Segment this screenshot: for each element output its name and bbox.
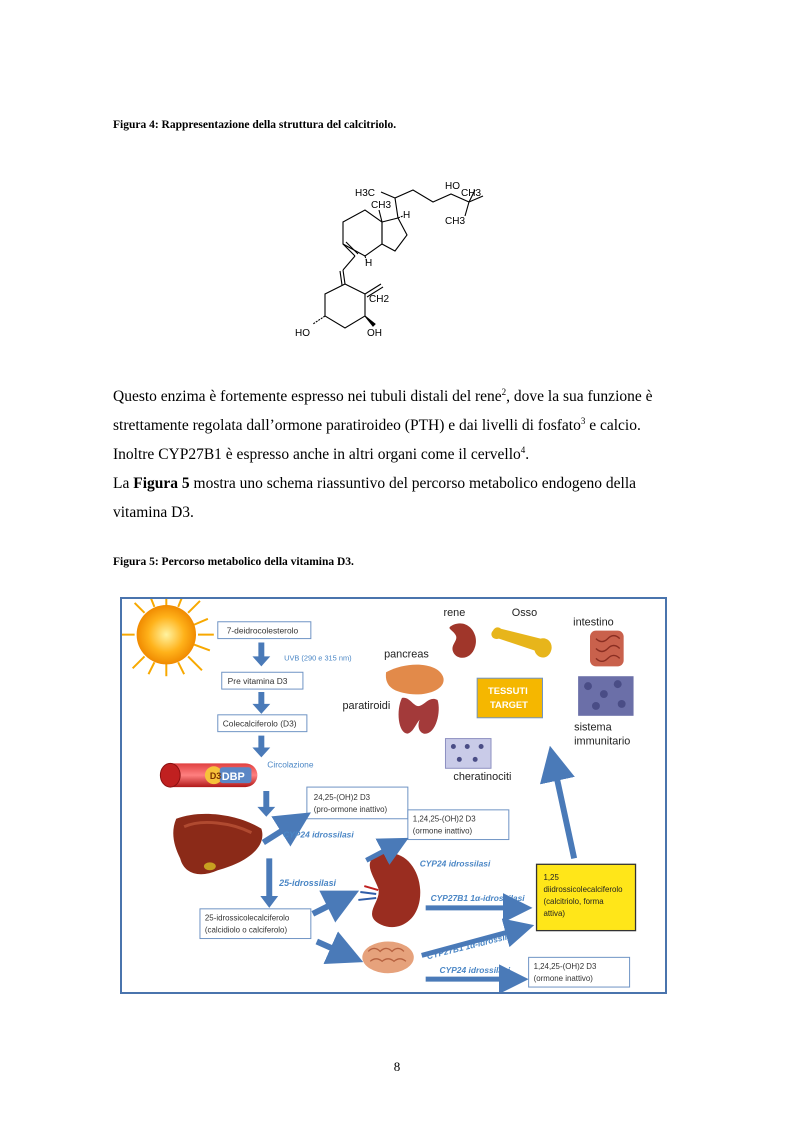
arrow-previtamin [252, 692, 271, 714]
liver-icon [173, 813, 263, 875]
arrow-to-liver [257, 791, 276, 817]
calcitriol-structure: H3C CH3 HO CH3 CH3 H H CH2 HO OH [295, 181, 484, 339]
label-osso: Osso [512, 607, 537, 619]
text-24-25-line1: 24,25-(OH)2 D3 [314, 793, 371, 802]
bone-icon [491, 627, 552, 658]
label-ch3-bottom: CH3 [445, 216, 465, 227]
text-calcitriol-line2: diidrossicolecalciferolo [543, 885, 623, 894]
text-1-24-25-lower-line1: 1,24,25-(OH)2 D3 [534, 962, 597, 971]
label-rene: rene [443, 607, 465, 619]
text-1-24-25-lower-line2: (ormone inattivo) [534, 974, 594, 983]
box-calcidiol [199, 908, 312, 940]
box-calcitriol [535, 863, 637, 932]
arrow-liver-to-24-25 [261, 812, 311, 847]
paragraph-line-2: strettamente regolata dall’ormone parati… [113, 415, 641, 434]
arrow-to-brain [315, 931, 364, 964]
pancreas-icon [385, 664, 444, 695]
arrow-25-hydroxylase [260, 858, 279, 908]
text-target: TARGET [490, 699, 528, 710]
label-ho-top: HO [445, 181, 460, 192]
label-ch3-top: CH3 [371, 200, 391, 211]
paragraph-line-3: Inoltre CYP27B1 è espresso anche in altr… [113, 444, 530, 463]
text-previtamin: Pre vitamina D3 [228, 676, 288, 686]
parathyroid-icon [398, 697, 439, 734]
dbp-blood-vessel-icon: D3 DBP [159, 762, 258, 788]
label-h-bottom: H [365, 258, 372, 269]
label-oh-right: OH [367, 328, 382, 339]
tessuti-target-box: TESSUTI TARGET [476, 677, 543, 719]
figure5-reference: Figura 5 [133, 475, 190, 492]
box-1-24-25-lower [528, 956, 631, 988]
box-previtamin [221, 671, 304, 690]
immune-cells-icon [578, 676, 634, 716]
kidney-small-icon [449, 623, 476, 658]
brain-icon [362, 941, 414, 974]
text-cyp24-b: CYP24 idrossilasi [420, 858, 491, 868]
text-1-24-25-upper-line2: (ormone inattivo) [413, 827, 473, 836]
box-1-24-25-upper [407, 809, 510, 841]
figure5-caption: Figura 5: Percorso metabolico della vita… [113, 556, 354, 568]
page-number: 8 [393, 1059, 401, 1074]
text-25-hydroxylase: 25-idrossilasi [278, 878, 336, 888]
label-cheratinociti: cheratinociti [453, 771, 511, 783]
label-sistema: sistema [574, 722, 612, 734]
figure4-caption: Figura 4: Rappresentazione della struttu… [113, 119, 397, 131]
text-cholecalciferol: Colecalciferolo (D3) [223, 719, 297, 729]
text-cyp24-c: CYP24 idrossilasi [440, 965, 511, 975]
text-calcitriol-line1: 1,25 [543, 873, 559, 882]
intestine-icon [590, 630, 624, 667]
sun-icon [122, 599, 214, 677]
arrow-circulation [252, 735, 271, 758]
text-cyp27b1-a: CYP27B1 1α-idrossilasi [431, 893, 526, 903]
text-7-dehydrocholesterol: 7-deidrocolesterolo [227, 626, 299, 636]
ring-a [324, 283, 366, 329]
text-calcidiol-line1: 25-idrossicolecalciferolo [205, 914, 290, 923]
label-ho-left: HO [295, 328, 310, 339]
label-h3c: H3C [355, 188, 375, 199]
text-dbp-d3: D3 [210, 771, 221, 781]
arrow-to-kidney [311, 890, 360, 923]
paragraph-line-5: vitamina D3. [113, 504, 194, 521]
label-immunitario: immunitario [574, 736, 630, 748]
text-uvb: UVB (290 e 315 nm) [284, 653, 352, 662]
text-calcitriol-line4: attiva) [543, 909, 565, 918]
vitamin-d-pathway-diagram: 7-deidrocolesterolo UVB (290 e 315 nm) P… [120, 597, 667, 994]
label-h-right: H [403, 210, 410, 221]
paragraph-line-4: La Figura 5 mostra uno schema riassuntiv… [113, 475, 636, 492]
text-dbp: DBP [222, 771, 245, 783]
paragraph-line-1: Questo enzima è fortemente espresso nei … [113, 386, 653, 405]
arrow-brain-to-calcitriol [421, 918, 535, 958]
label-ch3-right: CH3 [461, 188, 481, 199]
text-1-24-25-upper-line1: 1,24,25-(OH)2 D3 [413, 815, 476, 824]
box-cholecalciferol [217, 714, 308, 733]
box-7-dehydrocholesterol [217, 621, 312, 640]
text-24-25-line2: (pro-ormone inattivo) [314, 805, 388, 814]
text-tessuti: TESSUTI [488, 685, 528, 696]
text-calcitriol-line3: (calcitriolo, forma [543, 897, 604, 906]
body-paragraph: Questo enzima è fortemente espresso nei … [113, 382, 673, 527]
label-pancreas: pancreas [384, 648, 429, 660]
arrow-uvb [252, 642, 271, 667]
label-paratiroidi: paratiroidi [343, 700, 391, 712]
arrow-to-target-tissues [539, 745, 578, 859]
label-ch2: CH2 [369, 294, 389, 305]
label-intestino: intestino [573, 617, 614, 629]
kidney-icon [358, 852, 421, 928]
box-24-25-oh2-d3 [306, 786, 409, 820]
arrow-kidney-to-1-24-25 [365, 837, 409, 865]
ring-d [381, 217, 408, 252]
keratinocytes-icon [444, 738, 492, 769]
text-circulation: Circolazione [267, 759, 314, 769]
text-cyp24-a: CYP24 idrossilasi [283, 830, 354, 840]
text-calcidiol-line2: (calcidiolo o calciferolo) [205, 926, 288, 935]
